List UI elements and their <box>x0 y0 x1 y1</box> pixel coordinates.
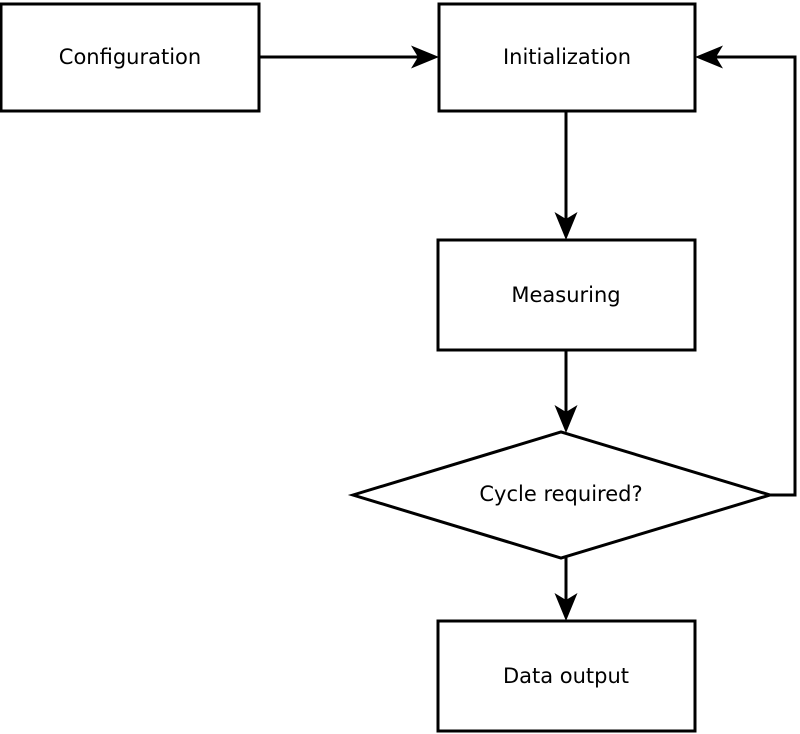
node-initialization-shape[interactable] <box>437 2 697 113</box>
node-initialization[interactable]: Initialization <box>437 2 697 113</box>
edge-cycle-required-to-data-output <box>554 557 578 621</box>
node-measuring[interactable]: Measuring <box>436 238 697 352</box>
arrowhead-right-icon <box>411 45 439 69</box>
node-cycle-required-label: Cycle required? <box>479 482 642 506</box>
edge-initialization-to-measuring <box>554 111 578 240</box>
node-initialization-label: Initialization <box>503 45 631 69</box>
node-cycle-required-shape[interactable] <box>347 430 776 560</box>
edge-configuration-to-initialization <box>259 45 439 69</box>
node-configuration-label: Configuration <box>59 45 201 69</box>
node-cycle-required[interactable]: Cycle required? <box>347 430 776 560</box>
node-data-output-label: Data output <box>503 664 629 688</box>
arrowhead-down-icon <box>554 212 578 240</box>
node-configuration-shape[interactable] <box>0 2 261 113</box>
node-measuring-label: Measuring <box>511 283 620 307</box>
edge-measuring-to-cycle-required <box>554 350 578 433</box>
node-data-output[interactable]: Data output <box>436 619 697 733</box>
arrowhead-left-icon <box>695 45 723 69</box>
node-data-output-shape[interactable] <box>436 619 697 733</box>
edge-cycle-required-to-initialization <box>695 45 797 497</box>
arrowhead-down-icon <box>554 593 578 621</box>
edge-line-cycle-initialization-loop <box>713 55 797 497</box>
node-configuration[interactable]: Configuration <box>0 2 261 113</box>
arrowhead-down-icon <box>554 405 578 433</box>
node-measuring-shape[interactable] <box>436 238 697 352</box>
